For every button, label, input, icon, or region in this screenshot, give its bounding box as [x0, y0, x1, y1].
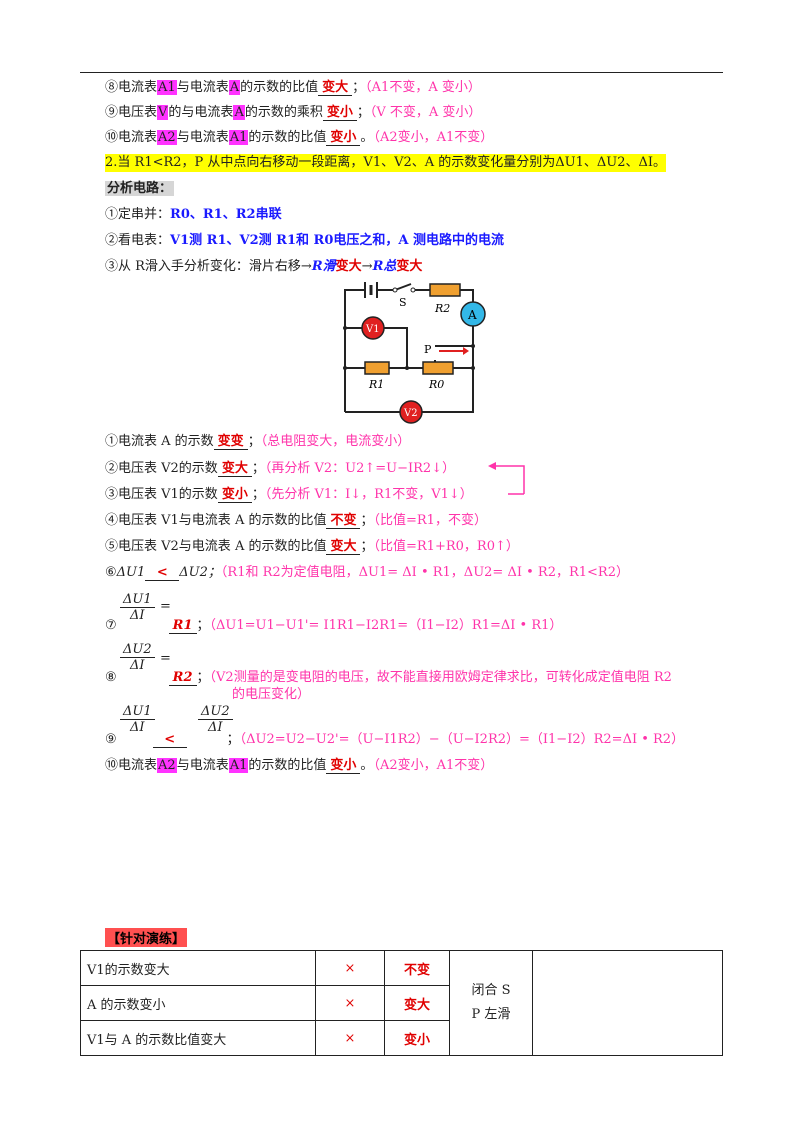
resistor-r2-label: R2: [434, 302, 450, 315]
ammeter-badge: A1: [157, 80, 177, 95]
item-7-eq: =: [160, 599, 171, 614]
item-3: ③电压表 V1的示数变小；（先分析 V1：I↓，R1不变，V1↓）: [105, 487, 473, 503]
item-1: ①电流表 A 的示数变变；（总电阻变大，电流变小）: [105, 434, 411, 450]
circuit-diagram: S R2 A V1 P R1 R0 V2: [343, 282, 486, 424]
analysis-step-2: ②看电表：V1测 R1、V2测 R1和 R0电压之和，A 测电路中的电流: [105, 233, 505, 248]
item-4: ④电压表 V1与电流表 A 的示数的比值不变；（比值=R1，不变）: [105, 513, 487, 529]
item-10: ⑩电流表A2与电流表A1的示数的比值变小。（A2变小，A1不变）: [105, 758, 494, 774]
item-2: ②电压表 V2的示数变大；（再分析 V2：U2↑=U−IR2↓）: [105, 461, 456, 477]
answer: 变大: [318, 81, 353, 96]
ammeter-badge: A: [233, 105, 245, 120]
analysis-step-3: ③从 R滑入手分析变化：滑片右移→R滑变大→R总变大: [105, 259, 423, 274]
answer: 变小: [322, 106, 357, 121]
item-5: ⑤电压表 V2与电流表 A 的示数的比值变大；（比值=R1+R0，R0↑）: [105, 539, 519, 555]
item-8-note-cont: 的电压变化）: [232, 687, 311, 702]
voltmeter-v2-label: V2: [403, 408, 418, 419]
top-line-8: ⑧电流表A1与电流表A的示数的比值变大；（A1不变，A 变小）: [105, 80, 481, 96]
voltmeter-v2-icon: [399, 400, 423, 424]
table-row: A 的示数变小 × 变大: [80, 985, 723, 1021]
item-6: ⑥ΔU1<ΔU2；（R1和 R2为定值电阻，ΔU1= ΔI • R1，ΔU2= …: [105, 565, 629, 581]
voltmeter-badge: V: [157, 105, 169, 120]
question-2: 2.当 R1<R2，P 从中点向右移动一段距离，V1、V2、A 的示数变化量分别…: [105, 154, 667, 172]
table-row: V1与 A 的示数比值变大 × 变小: [80, 1020, 723, 1056]
blank-cell: [532, 950, 723, 1056]
rheostat-r0-label: R0: [428, 378, 444, 391]
analysis-title: 分析电路：: [105, 181, 175, 196]
item-9: ⑨<；（ΔU2=U2−U2'=（U−I1R2）−（U−I2R2）=（I1−I2）…: [105, 732, 685, 748]
analysis-step-1: ①定串并：R0、R1、R2串联: [105, 207, 282, 222]
voltmeter-v1-label: V1: [365, 324, 380, 335]
answer: 变小: [326, 131, 361, 146]
link-bracket: [488, 462, 525, 495]
ammeter-badge: A: [228, 80, 241, 95]
item-8-eq: =: [160, 651, 171, 666]
switch-label: S: [399, 296, 407, 309]
header-rule: [80, 72, 723, 73]
resistor-r1-label: R1: [368, 378, 384, 391]
ammeter-badge: A2: [157, 130, 177, 145]
slider-label: P: [424, 343, 432, 356]
top-line-10: ⑩电流表A2与电流表A1的示数的比值变小。（A2变小，A1不变）: [105, 130, 494, 146]
voltmeter-v1-icon: [361, 316, 385, 340]
rheostat-r0: [422, 361, 454, 375]
ammeter-icon: [460, 301, 486, 327]
resistor-r1: [364, 361, 390, 375]
ammeter-label: A: [467, 308, 477, 322]
resistor-r2: [429, 283, 461, 297]
practice-heading: 【针对演练】: [105, 928, 188, 947]
top-line-9: ⑨电压表V的与电流表A的示数的乘积变小；（V 不变，A 变小）: [105, 105, 482, 121]
ammeter-badge: A1: [228, 130, 249, 145]
